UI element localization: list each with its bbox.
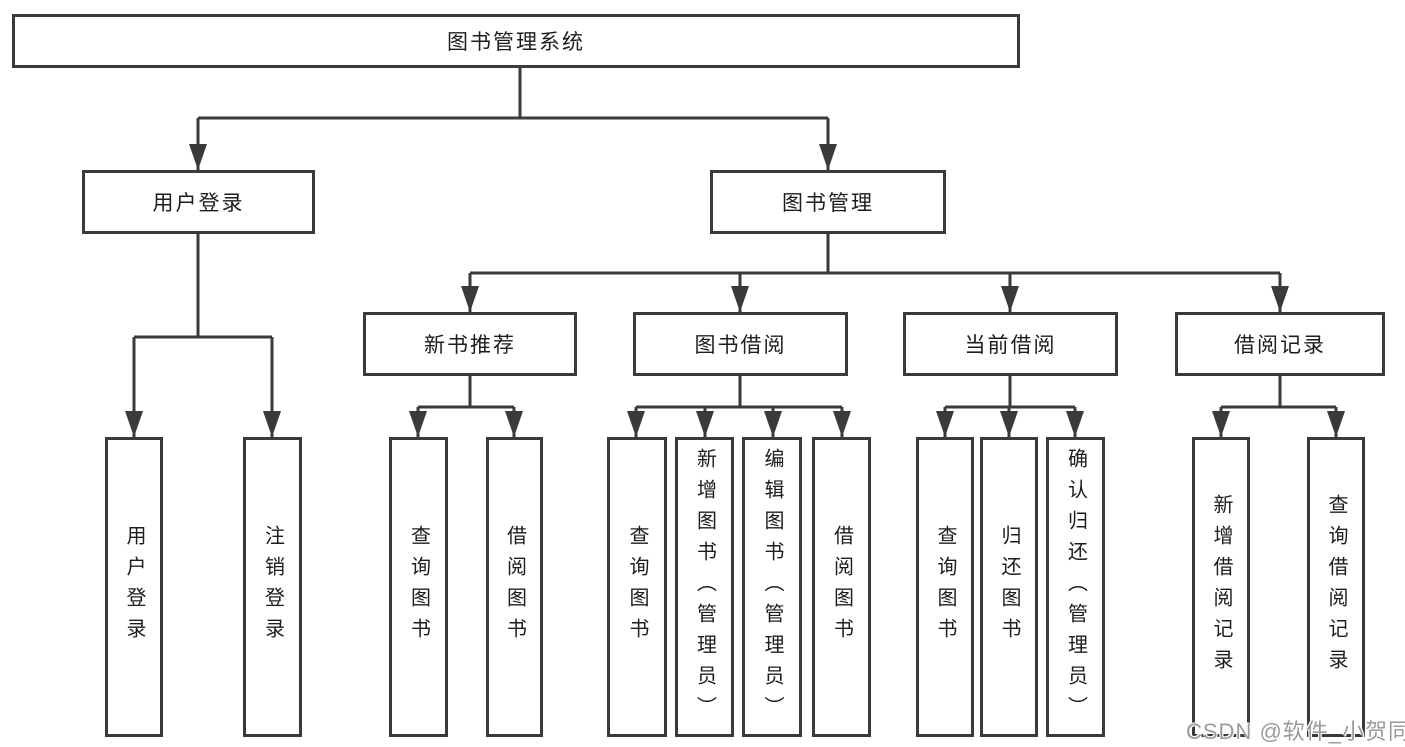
- leaf-logout: 注销登录: [243, 437, 302, 737]
- leaf-edit-book-admin: 编辑图书（管理员）: [742, 437, 802, 737]
- watermark-text: CSDN @软件_小贺同学: [1186, 719, 1405, 744]
- leaf-confirm-return-admin-label: 确认归还（管理员）: [1064, 447, 1087, 727]
- node-current-borrow-label: 当前借阅: [964, 334, 1057, 357]
- leaf-return-book-label: 归还图书: [998, 525, 1020, 649]
- node-borrow-records-label: 借阅记录: [1234, 334, 1326, 357]
- leaf-add-borrow-record-label: 新增借阅记录: [1210, 494, 1232, 680]
- node-book-management-label: 图书管理: [782, 192, 874, 215]
- node-book-borrow-label: 图书借阅: [694, 334, 787, 357]
- leaf-query-books-2-label: 查询图书: [626, 525, 648, 649]
- leaf-query-borrow-record-label: 查询借阅记录: [1325, 494, 1347, 680]
- node-library-system-label: 图书管理系统: [447, 31, 585, 54]
- leaf-query-books-1-label: 查询图书: [407, 525, 430, 649]
- node-user-login: 用户登录: [82, 170, 315, 234]
- node-user-login-label: 用户登录: [152, 192, 245, 215]
- leaf-query-borrow-record: 查询借阅记录: [1307, 437, 1365, 737]
- node-borrow-records: 借阅记录: [1175, 312, 1385, 376]
- leaf-user-login-label: 用户登录: [123, 525, 145, 649]
- leaf-query-books-2: 查询图书: [607, 437, 667, 737]
- node-library-system: 图书管理系统: [12, 14, 1020, 68]
- leaf-add-borrow-record: 新增借阅记录: [1192, 437, 1250, 737]
- node-new-book-recommend-label: 新书推荐: [424, 334, 516, 357]
- leaf-confirm-return-admin: 确认归还（管理员）: [1046, 437, 1105, 737]
- leaf-query-books-3: 查询图书: [916, 437, 974, 737]
- leaf-borrow-books-1-label: 借阅图书: [503, 525, 526, 649]
- leaf-borrow-books-2-label: 借阅图书: [830, 525, 853, 649]
- node-book-management: 图书管理: [710, 170, 946, 234]
- leaf-edit-book-admin-label: 编辑图书（管理员）: [761, 447, 783, 727]
- node-book-borrow: 图书借阅: [633, 312, 848, 376]
- leaf-add-book-admin-label: 新增图书（管理员）: [693, 447, 716, 727]
- leaf-add-book-admin: 新增图书（管理员）: [675, 437, 734, 737]
- leaf-borrow-books-2: 借阅图书: [812, 437, 871, 737]
- leaf-logout-label: 注销登录: [261, 525, 284, 649]
- leaf-return-book: 归还图书: [980, 437, 1038, 737]
- leaf-borrow-books-1: 借阅图书: [486, 437, 543, 737]
- node-current-borrow: 当前借阅: [903, 312, 1118, 376]
- node-new-book-recommend: 新书推荐: [363, 312, 577, 376]
- leaf-query-books-1: 查询图书: [389, 437, 448, 737]
- leaf-query-books-3-label: 查询图书: [934, 525, 956, 649]
- leaf-user-login: 用户登录: [105, 437, 163, 737]
